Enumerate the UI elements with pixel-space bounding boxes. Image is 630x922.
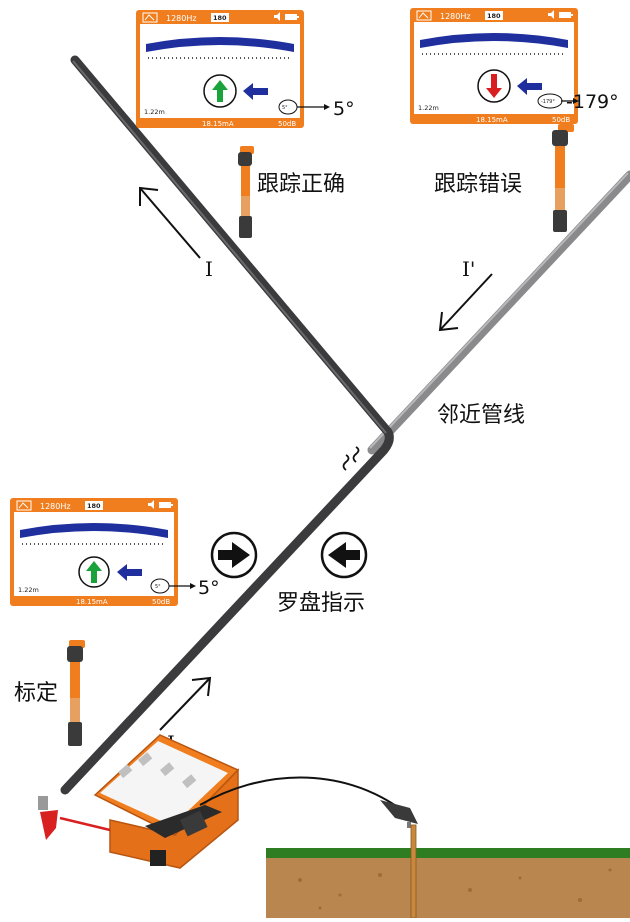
label-adjacent-pipe: 邻近管线: [437, 403, 525, 428]
signal-arc-bar: [420, 33, 568, 48]
compass-left-arrow-icon: [117, 564, 142, 581]
svg-text:18.15mA: 18.15mA: [202, 120, 234, 128]
battery-icon: [159, 502, 173, 508]
antenna-mode-icon: [142, 12, 158, 23]
receiver-screen-1: 1280Hz 180 1.22m 18.15mA 50dB 5°: [136, 10, 304, 128]
svg-text:1.22m: 1.22m: [418, 104, 439, 112]
svg-text:1280Hz: 1280Hz: [166, 14, 197, 23]
svg-text:1.22m: 1.22m: [18, 586, 39, 594]
receiver-screen-3: 1280Hz 180 1.22m 18.15mA 50dB 5°: [10, 498, 178, 606]
current-arrow-upper: [139, 186, 201, 259]
svg-text:180: 180: [213, 14, 227, 22]
svg-text:-179°: -179°: [566, 91, 619, 113]
svg-text:180: 180: [87, 502, 101, 510]
ground-clamp: [380, 800, 418, 828]
speaker-icon: [148, 500, 154, 509]
angle-callout-1: 5°: [297, 98, 355, 120]
transmitter-unit: [93, 734, 240, 869]
label-tracking-wrong: 跟踪错误: [434, 172, 522, 197]
speaker-icon: [548, 10, 554, 19]
angle-callout-2: -179°: [561, 91, 619, 113]
svg-text:1280Hz: 1280Hz: [40, 502, 71, 511]
current-arrow-adjacent: [438, 273, 493, 332]
svg-text:50dB: 50dB: [152, 598, 170, 606]
main-pipe: [60, 55, 394, 795]
pipe-lead-wire: [59, 816, 111, 832]
ground-rod: [410, 824, 417, 919]
receiver-locator-3: [67, 640, 85, 746]
direction-arrow-icon: [86, 561, 102, 583]
angle-callout-3: 5°: [169, 577, 220, 599]
svg-text:5°: 5°: [155, 584, 161, 590]
label-compass-indication: 罗盘指示: [277, 591, 365, 616]
signal-arc-bar: [20, 523, 168, 538]
svg-text:180: 180: [487, 12, 501, 20]
antenna-mode-icon: [16, 500, 32, 511]
current-label-upper: I: [205, 257, 213, 281]
soil: [266, 856, 630, 918]
current-arrow-lower: [159, 676, 212, 731]
current-label-adjacent: I': [462, 257, 475, 281]
ground-lead-wire: [199, 776, 403, 811]
direction-arrow-icon: [212, 80, 228, 102]
compass-left-symbol: [320, 531, 368, 579]
svg-text:1280Hz: 1280Hz: [440, 12, 471, 21]
antenna-mode-icon: [416, 10, 432, 21]
battery-icon: [559, 12, 573, 18]
grass: [266, 848, 630, 858]
svg-text:5°: 5°: [198, 577, 220, 599]
svg-text:1.22m: 1.22m: [144, 108, 165, 116]
compass-left-arrow-icon: [517, 78, 542, 95]
red-clamp: [38, 796, 58, 840]
receiver-locator-1: [238, 146, 254, 238]
receiver-locator-2: [552, 124, 574, 232]
signal-arc-bar: [146, 37, 294, 52]
speaker-icon: [274, 12, 280, 21]
svg-text:5°: 5°: [333, 98, 355, 120]
receiver-screen-2: 1280Hz 180 1.22m 18.15mA 50dB -179°: [410, 8, 578, 124]
ground: [266, 848, 630, 918]
svg-text:50dB: 50dB: [278, 120, 296, 128]
battery-icon: [285, 14, 299, 20]
svg-text:18.15mA: 18.15mA: [476, 116, 508, 124]
pipe-break-symbol: [342, 446, 360, 471]
compass-right-symbol: [210, 531, 258, 579]
direction-arrow-icon: [486, 74, 502, 98]
svg-text:18.15mA: 18.15mA: [76, 598, 108, 606]
label-tracking-correct: 跟踪正确: [257, 172, 345, 197]
svg-text:-179°: -179°: [541, 99, 555, 105]
label-calibration: 标定: [14, 681, 58, 706]
svg-text:5°: 5°: [282, 105, 288, 111]
adjacent-pipe: [367, 170, 630, 455]
svg-text:50dB: 50dB: [552, 116, 570, 124]
compass-left-arrow-icon: [243, 83, 268, 100]
